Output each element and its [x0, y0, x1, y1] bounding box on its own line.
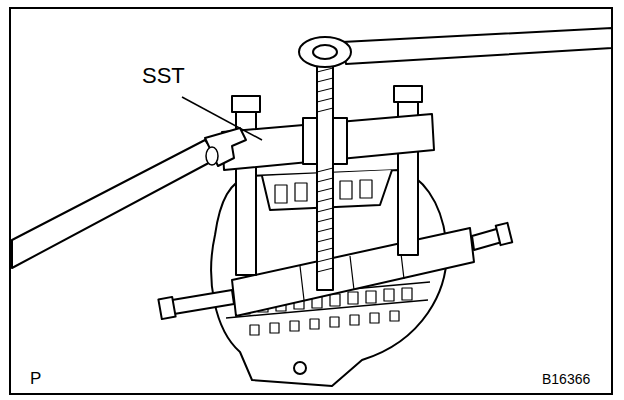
mount-hole [294, 362, 306, 374]
center-screw [317, 62, 333, 290]
adjustable-wrench-handle [12, 140, 218, 268]
bolt-head [158, 297, 175, 319]
bolt-head [496, 223, 512, 245]
clamp-bar [232, 228, 474, 316]
figure-frame [10, 8, 612, 394]
bolt [172, 290, 234, 314]
leg-nut [394, 86, 422, 102]
leader-line [182, 97, 262, 140]
wrench-ring [299, 37, 351, 67]
adjustable-wrench-jaw [205, 128, 246, 166]
page-mark: P [28, 370, 43, 389]
figure-number: B16366 [540, 372, 592, 387]
tool-label: SST [140, 64, 187, 88]
leg-nut [232, 96, 260, 112]
wrench-handle [342, 28, 612, 64]
